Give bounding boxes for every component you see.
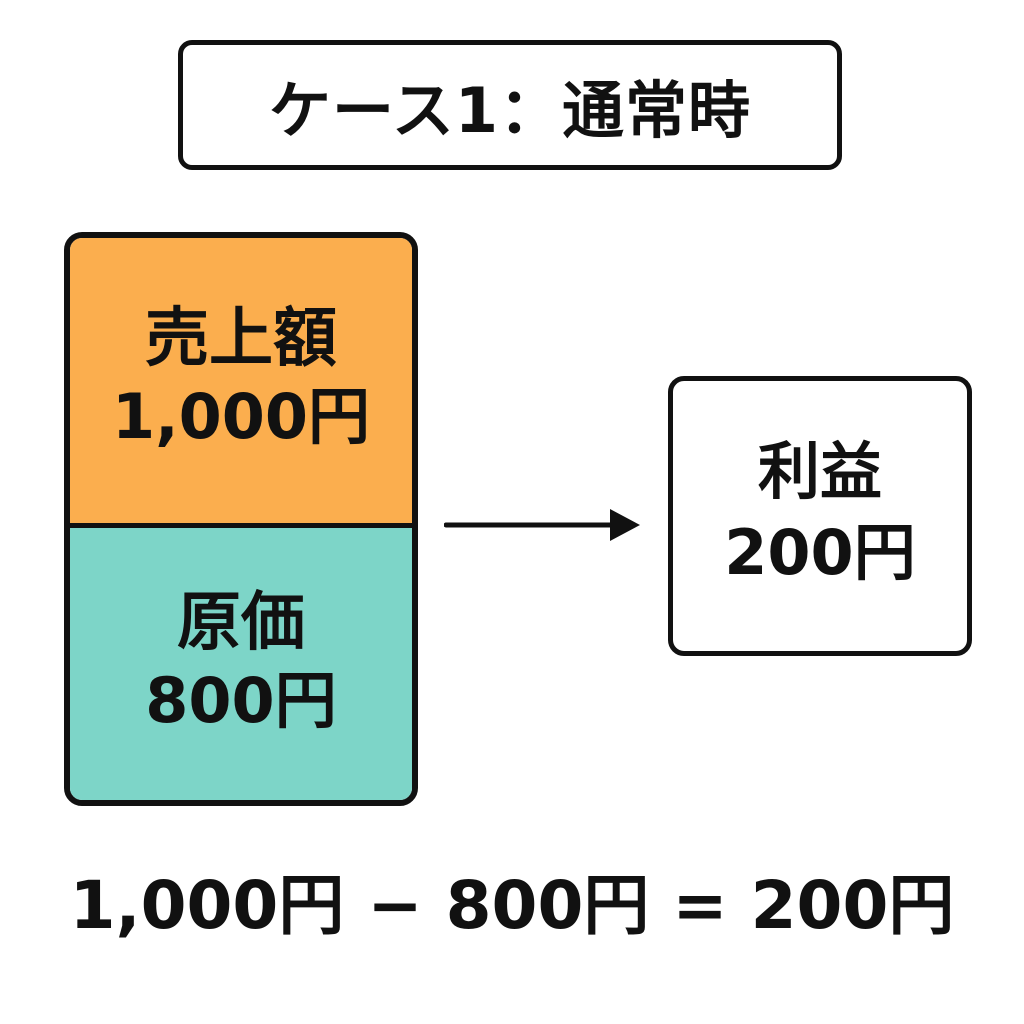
revenue-value: 1,000円 — [111, 380, 371, 453]
profit-box: 利益 200円 — [668, 376, 972, 656]
arrow-right-icon — [444, 509, 640, 541]
cost-segment: 原価 800円 — [70, 528, 412, 800]
revenue-cost-stack: 売上額 1,000円 原価 800円 — [64, 232, 418, 806]
revenue-segment: 売上額 1,000円 — [70, 238, 412, 528]
title-text: ケース1：通常時 — [268, 74, 752, 147]
profit-value: 200円 — [724, 515, 916, 589]
equation-text: 1,000円 − 800円 = 200円 — [69, 867, 955, 944]
cost-value: 800円 — [145, 663, 337, 737]
profit-label: 利益 — [757, 435, 882, 509]
title-box: ケース1：通常時 — [178, 40, 842, 170]
cost-label: 原価 — [177, 585, 305, 660]
revenue-label: 売上額 — [145, 302, 337, 377]
